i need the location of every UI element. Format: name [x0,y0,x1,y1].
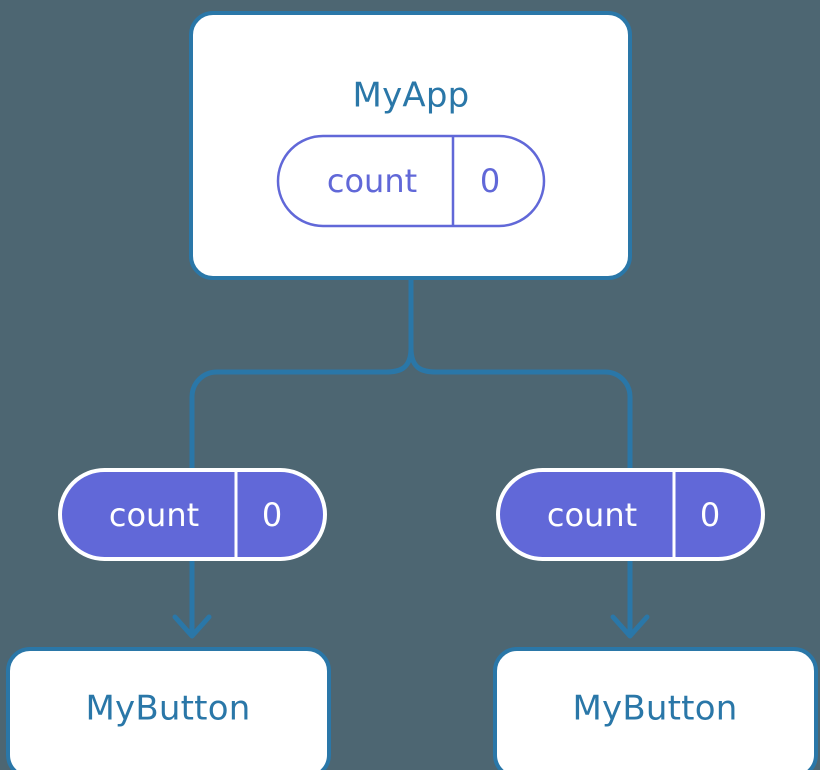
prop-pill-left-shape[interactable] [58,468,327,561]
prop-pill-right[interactable]: count 0 [496,468,765,561]
child-component-right[interactable]: MyButton [493,647,818,770]
child-component-left-box[interactable] [6,647,331,770]
child-component-right-box[interactable] [493,647,818,770]
prop-pill-left-value: 0 [262,496,282,534]
connector-group [189,278,633,634]
prop-pill-left-key: count [109,496,199,534]
root-state-pill[interactable]: count 0 [276,134,546,228]
root-state-key: count [327,162,417,200]
child-component-left-title: MyButton [86,689,251,729]
root-component-title: MyApp [353,76,470,116]
root-state-pill-shape[interactable] [276,134,546,228]
root-component[interactable]: MyApp count 0 [189,11,632,280]
arrow-down-left-icon [172,614,212,639]
child-component-left[interactable]: MyButton [6,647,331,770]
child-component-right-title: MyButton [573,689,738,729]
fork-right-branch [408,347,633,398]
prop-pill-right-shape[interactable] [496,468,765,561]
root-state-value: 0 [480,162,500,200]
prop-pill-right-key: count [547,496,637,534]
prop-pill-left[interactable]: count 0 [58,468,327,561]
fork-left-branch [189,347,414,398]
arrow-down-right-icon [610,614,650,639]
prop-pill-right-value: 0 [700,496,720,534]
